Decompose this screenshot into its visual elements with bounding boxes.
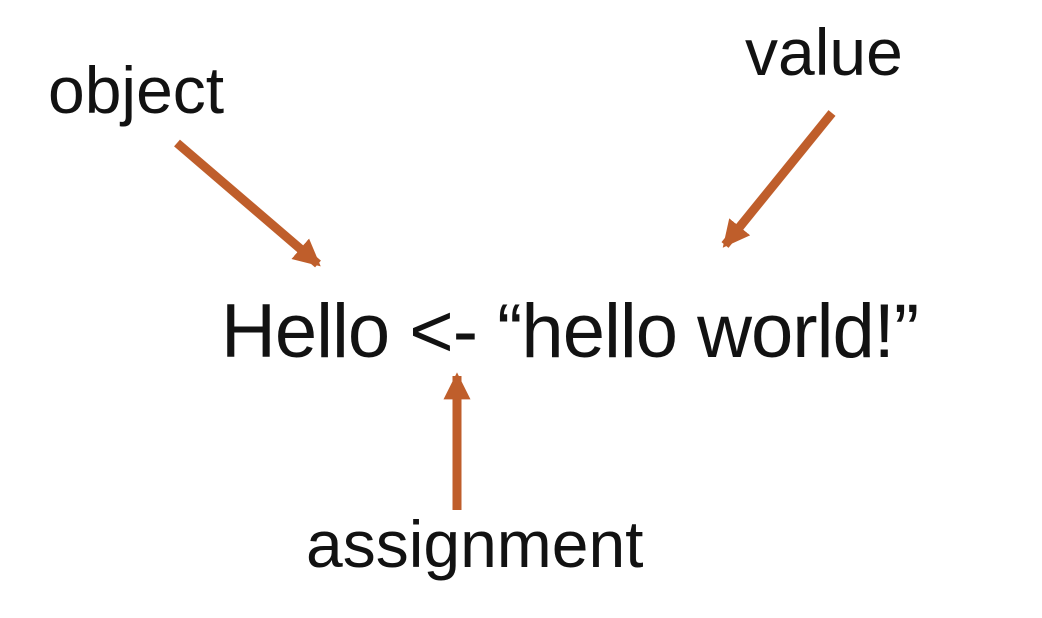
label-assignment: assignment [306, 507, 644, 581]
value-arrow-icon [721, 110, 836, 248]
code-text: Hello <- “hello world!” [221, 289, 919, 374]
label-value: value [745, 15, 903, 89]
object-arrow-icon [174, 139, 321, 268]
label-object: object [48, 53, 225, 127]
